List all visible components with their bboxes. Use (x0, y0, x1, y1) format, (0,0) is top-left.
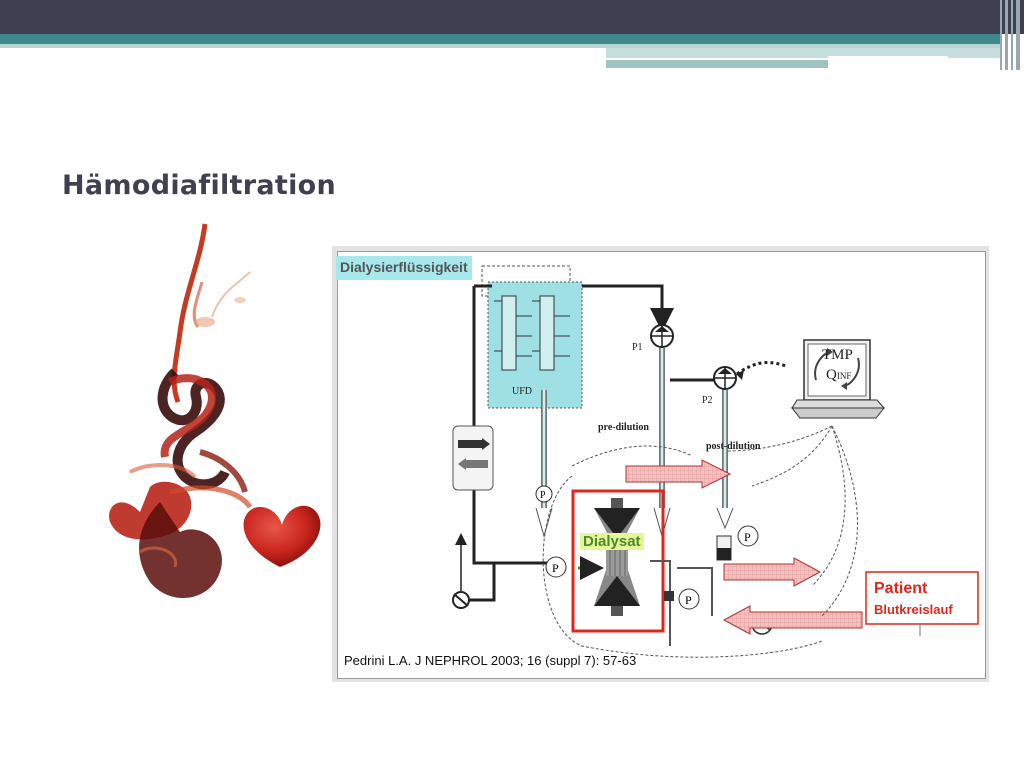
p2-label: P2 (702, 395, 713, 406)
accent-band-highlight (828, 56, 948, 59)
accent-line (0, 44, 1000, 48)
post-dilution-label: post-dilution (706, 441, 761, 452)
qinf-label: QINF (826, 367, 851, 384)
ufd-label: UFD (512, 386, 533, 397)
accent-bar (0, 34, 1000, 44)
svg-text:P: P (540, 490, 546, 501)
accent-band-lower (606, 60, 828, 68)
blood-circuit-label: Blutkreislauf (874, 602, 953, 617)
svg-text:P: P (685, 593, 692, 607)
top-bar (0, 0, 1024, 34)
exchanger-icon (452, 425, 494, 491)
page-title: Hämodiafiltration (62, 170, 337, 201)
accent-band-upper (606, 48, 1000, 58)
qinf-main: Q (826, 367, 837, 383)
dialysat-label: Dialysat (580, 533, 644, 550)
ink-heart-illustration (109, 223, 321, 599)
tmp-label: TMP (822, 347, 853, 363)
laptop-monitor-icon (790, 339, 886, 419)
dialysate-header-label: Dialysierflüssigkeit (336, 256, 472, 280)
corner-stripes (1000, 0, 1024, 70)
ufd-filter-block (487, 281, 583, 409)
citation: Pedrini L.A. J NEPHROL 2003; 16 (suppl 7… (344, 653, 637, 668)
svg-text:P: P (744, 530, 751, 544)
qinf-subscript: INF (836, 371, 852, 381)
pump-icon (713, 366, 737, 390)
valve-icon (452, 591, 470, 609)
patient-label: Patient (874, 580, 928, 597)
svg-text:P: P (552, 561, 559, 575)
dialyzer-icon (594, 498, 640, 616)
pre-dilution-label: pre-dilution (598, 422, 649, 433)
pump-icon (650, 324, 674, 348)
p1-label: P1 (632, 342, 643, 353)
